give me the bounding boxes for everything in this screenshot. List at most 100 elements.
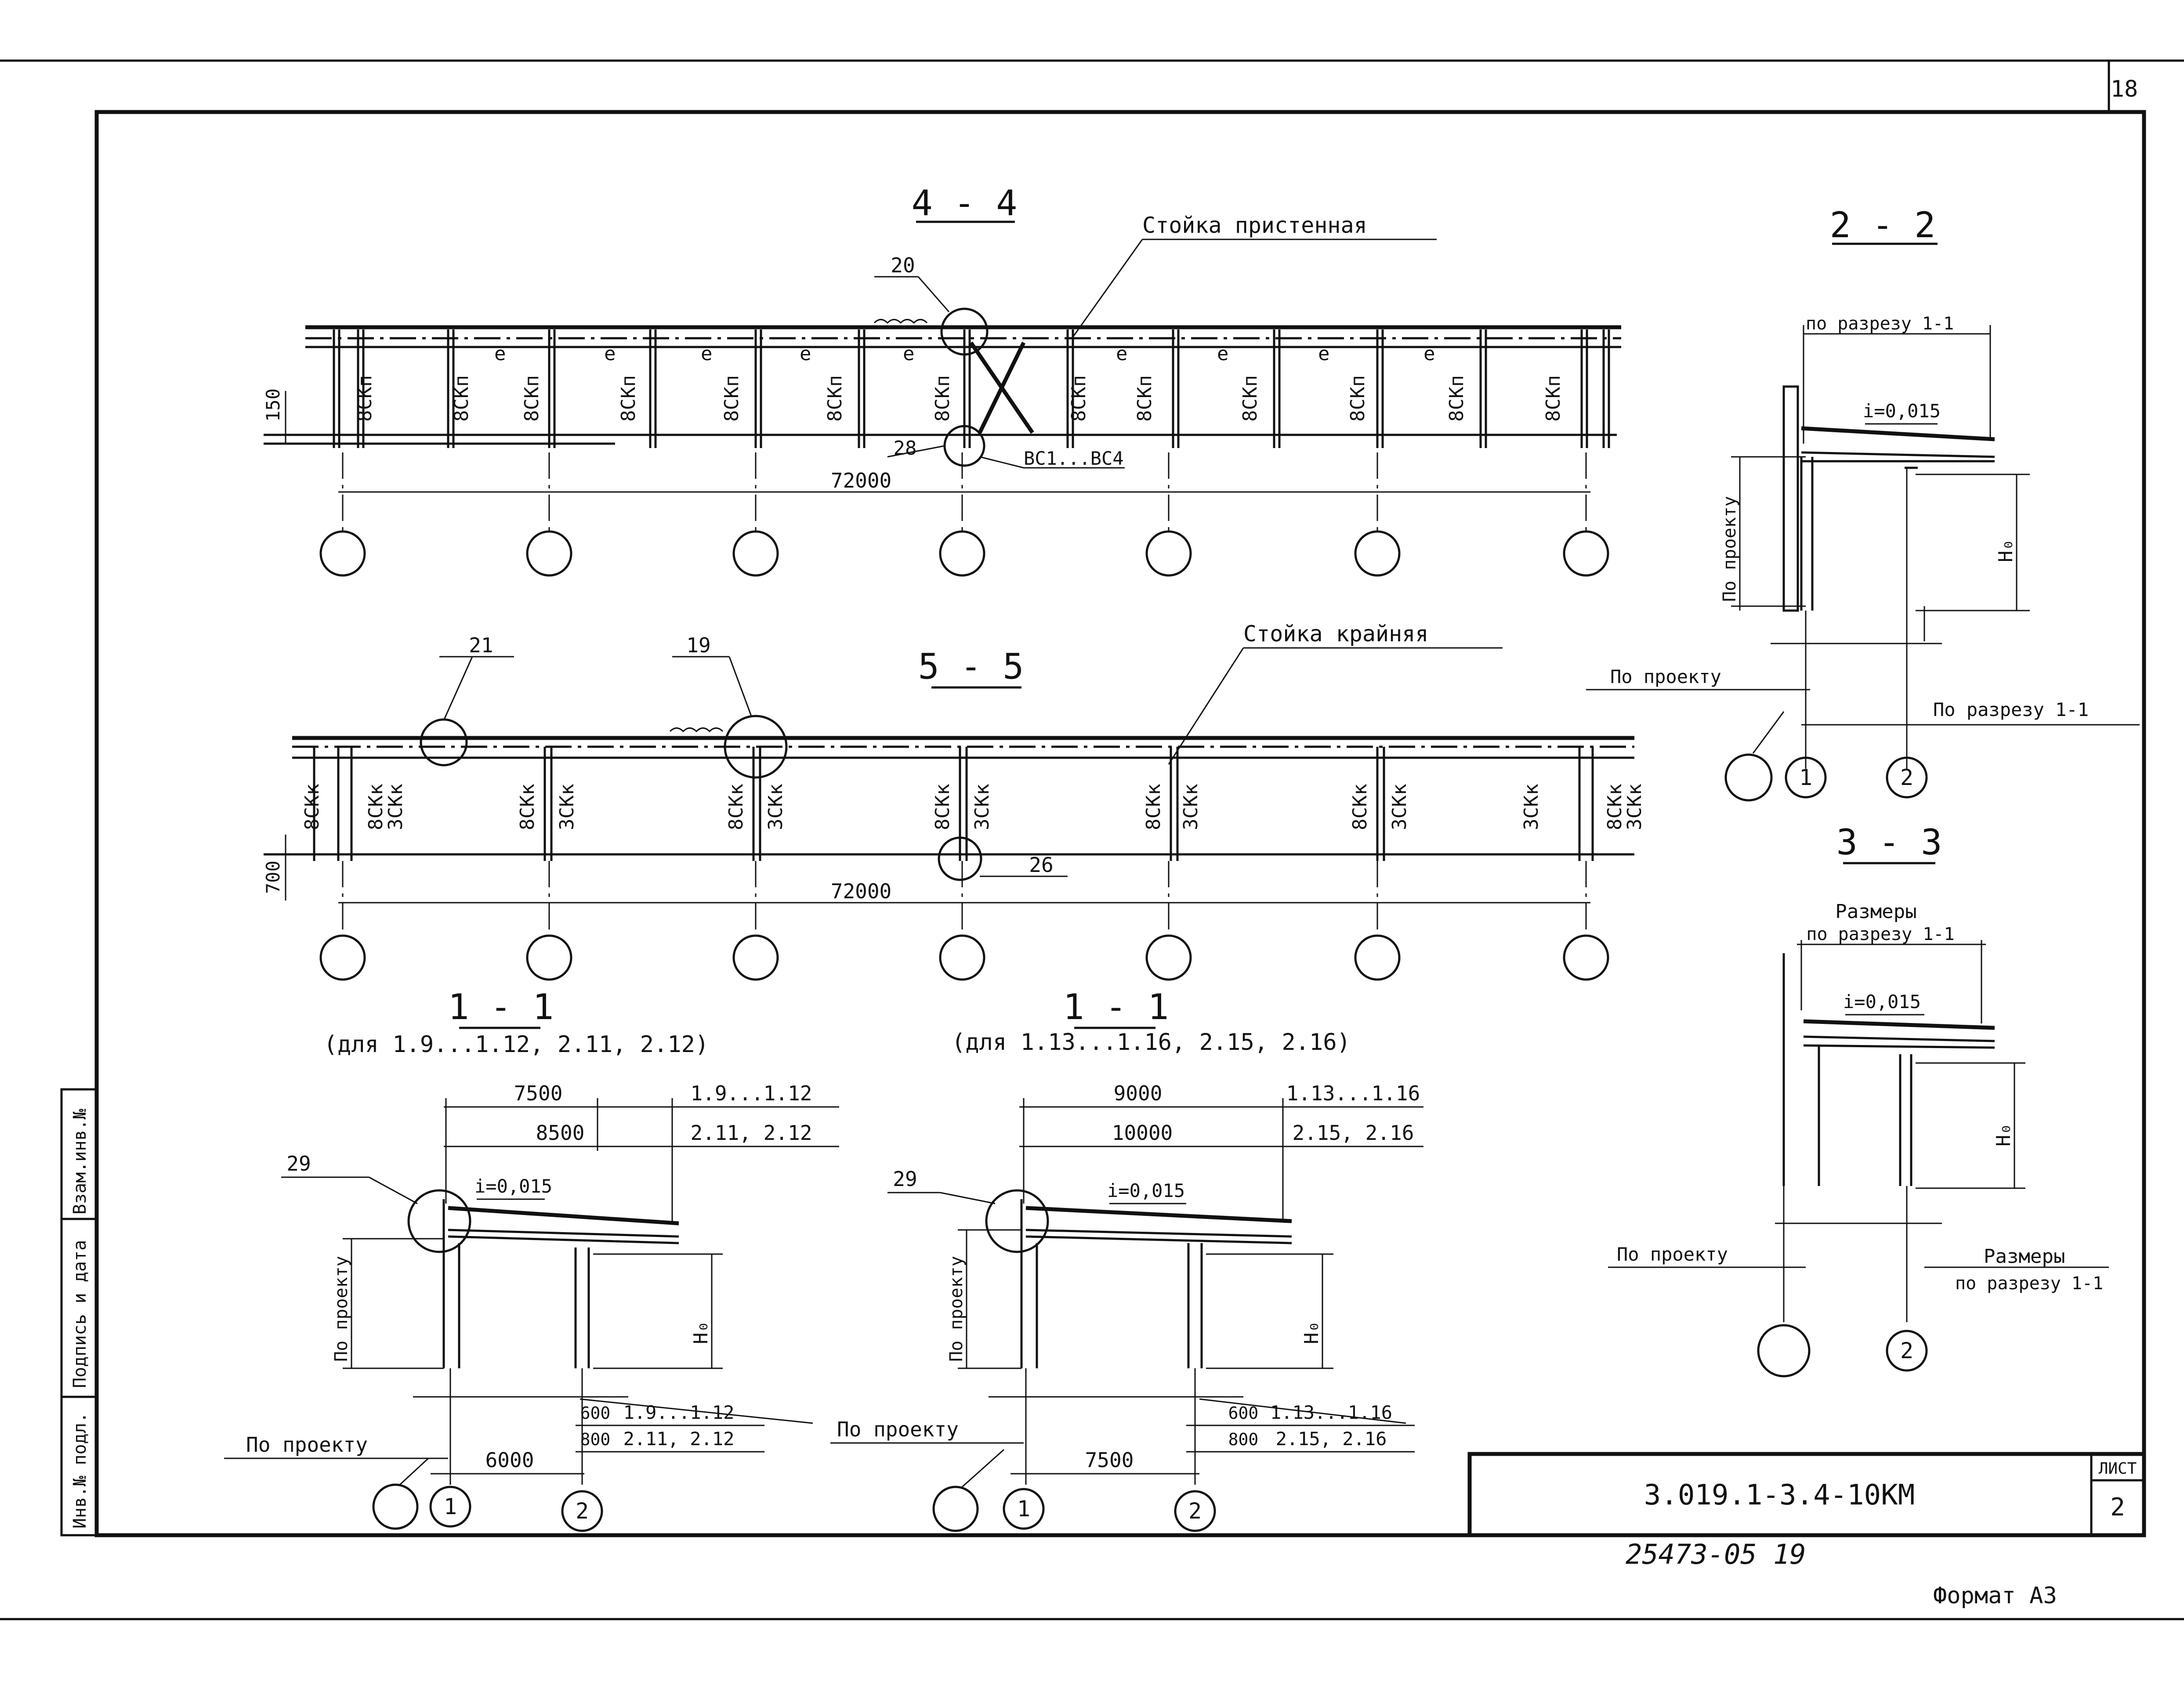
column-mark: 8СКп — [1445, 375, 1468, 422]
document-code: 3.019.1-3.4-10КМ — [1644, 1479, 1915, 1511]
section-3-3-bottom-right-2: по разрезу 1-1 — [1955, 1273, 2103, 1294]
column-mark: 8СКп — [1068, 375, 1090, 422]
section-1-1-b-dim-600-note: 1.13...1.16 — [1270, 1402, 1392, 1423]
section-1-1-a-dim-600: 600 — [580, 1403, 611, 1423]
section-1-1-a-dim-top-1: 7500 — [514, 1081, 563, 1105]
section-2-2-bottom-left: По проекту — [1610, 666, 1721, 687]
axis-bubble — [1354, 530, 1401, 577]
column-mark: 3СКк — [1520, 784, 1543, 830]
section-1-1-b-slope: i=0,015 — [1107, 1180, 1185, 1201]
axis-bubble — [732, 934, 779, 981]
section-1-1-a-side-height: По проекту — [331, 1256, 351, 1362]
purlin-mark: е — [604, 343, 616, 365]
list-label: ЛИСТ — [2099, 1460, 2137, 1478]
section-3-3-title: 3 - 3 — [1836, 822, 1942, 863]
view-5-5-title: 5 - 5 — [918, 646, 1024, 687]
section-1-1-b-callout: 29 — [893, 1167, 917, 1191]
section-3-3-axis-2: 2 — [1900, 1338, 1913, 1363]
section-2-2-top-dim: по разрезу 1-1 — [1806, 314, 1954, 334]
section-1-1-a-height: Н₀ — [690, 1321, 712, 1344]
column-mark: 8СКк — [365, 784, 387, 830]
column-mark: 3СКк — [971, 784, 993, 830]
axis-bubble — [1145, 934, 1192, 981]
column-mark: 8СКп — [1239, 375, 1261, 422]
purlin-mark: е — [800, 343, 811, 365]
section-1-1-a-dim-top-1-note: 1.9...1.12 — [691, 1081, 812, 1105]
view-4-4-axis-bubbles — [319, 452, 1609, 577]
wall-post-label: Стойка пристенная — [1142, 213, 1367, 238]
list-value: 2 — [2110, 1493, 2125, 1522]
section-1-1-b-dim-top-2: 10000 — [1112, 1121, 1173, 1145]
column-mark: 8СКк — [931, 784, 954, 830]
elevation-5-5: 5 - 5 700 72000 21 19 26 Стойка крайняя … — [262, 621, 1646, 981]
column-mark: 8СКк — [1142, 784, 1165, 830]
axis-bubble — [1563, 530, 1609, 577]
column-mark: 8СКп — [617, 375, 640, 422]
column-mark: 8СКп — [1134, 375, 1156, 422]
archive-number: 25473-05 19 — [1626, 1538, 1806, 1570]
section-2-2-axis-1: 1 — [1799, 765, 1812, 790]
axis-bubble — [319, 934, 366, 981]
column-mark: 8СКп — [450, 375, 473, 422]
section-3-3-top-dim-1: Размеры — [1835, 900, 1916, 923]
axis-bubble — [1354, 934, 1401, 981]
purlin-mark: е — [903, 343, 915, 365]
section-3-3: 3 - 3 Размеры по разрезу 1-1 i=0,015 Н₀ … — [1608, 822, 2109, 1378]
section-1-1-b-height: Н₀ — [1300, 1321, 1323, 1344]
view-4-4-dim-span: 72000 — [831, 469, 891, 492]
column-mark: 3СКк — [1388, 784, 1411, 830]
callout-20: 20 — [891, 253, 915, 277]
section-1-1-b-dim-top-1-note: 1.13...1.16 — [1286, 1081, 1420, 1105]
section-1-1-b-axis-2: 2 — [1188, 1498, 1202, 1524]
section-1-1-a-bottom-left: По проекту — [246, 1433, 368, 1457]
view-4-4-dim-150: 150 — [262, 388, 284, 422]
axis-bubble — [732, 530, 779, 577]
section-2-2-side-height: По проекту — [1720, 496, 1740, 602]
section-1-1-a-dim-600-note: 1.9...1.12 — [623, 1402, 735, 1423]
callout-19: 19 — [686, 633, 710, 657]
column-mark: 8СКп — [354, 375, 376, 422]
format-label: Формат А3 — [1933, 1583, 2057, 1609]
column-mark: 8СКп — [824, 375, 846, 422]
axis-bubble — [939, 530, 985, 577]
column-mark: 8СКк — [1349, 784, 1371, 830]
section-1-1-a-dim-800-note: 2.11, 2.12 — [623, 1428, 735, 1450]
column-mark: 8СКк — [725, 784, 747, 830]
section-1-1-b: 1 - 1 (для 1.13...1.16, 2.15, 2.16) 9000… — [830, 987, 1423, 1532]
section-1-1-b-title: 1 - 1 — [1063, 987, 1169, 1027]
view-4-4-title: 4 - 4 — [912, 183, 1018, 224]
section-1-1-b-dim-800: 800 — [1228, 1430, 1259, 1449]
axis-bubble — [526, 934, 572, 981]
axis-bubble — [1563, 934, 1609, 981]
view-5-5-axis-bubbles — [319, 861, 1609, 981]
section-1-1-a-title: 1 - 1 — [448, 987, 554, 1027]
section-2-2-slope: i=0,015 — [1863, 400, 1941, 422]
column-mark: 3СКк — [764, 784, 787, 830]
section-1-1-a-callout: 29 — [286, 1152, 311, 1175]
column-mark: 3СКк — [1623, 784, 1646, 830]
column-mark: 3СКк — [1180, 784, 1202, 830]
section-3-3-slope: i=0,015 — [1843, 991, 1921, 1012]
section-3-3-bottom-right-1: Размеры — [1984, 1245, 2065, 1268]
title-block: ЛИСТ 2 3.019.1-3.4-10КМ 25473-05 19 Форм… — [1467, 1452, 2146, 1609]
section-1-1-a-dim-top-2-note: 2.11, 2.12 — [691, 1121, 812, 1145]
section-1-1-a-slope: i=0,015 — [474, 1175, 552, 1197]
column-mark: 8СКп — [931, 375, 954, 422]
axis-bubble — [1145, 530, 1192, 577]
callout-28: 28 — [894, 437, 917, 459]
section-1-1-a-dim-800: 800 — [580, 1430, 611, 1449]
section-1-1-a-dim-top-2: 8500 — [536, 1121, 585, 1145]
section-1-1-b-dim-top-2-note: 2.15, 2.16 — [1293, 1121, 1414, 1145]
section-3-3-bottom-left: По проекту — [1617, 1244, 1728, 1265]
column-mark: 8СКк — [301, 784, 323, 830]
axis-bubble — [526, 530, 572, 577]
section-1-1-b-axis-1: 1 — [1017, 1496, 1030, 1522]
sheet-frame: 18 — [0, 59, 2184, 1620]
purlin-mark: е — [494, 343, 506, 365]
stamp-vzam-inv: Взам.инв.№ — [70, 1109, 90, 1215]
column-mark: 8СКк — [516, 784, 539, 830]
elevation-4-4: 4 - 4 150 72000 20 28 ВС1...ВС4 Стойка п… — [262, 183, 1621, 577]
section-1-1-b-dim-800-note: 2.15, 2.16 — [1276, 1428, 1387, 1450]
callout-26: 26 — [1029, 853, 1053, 877]
